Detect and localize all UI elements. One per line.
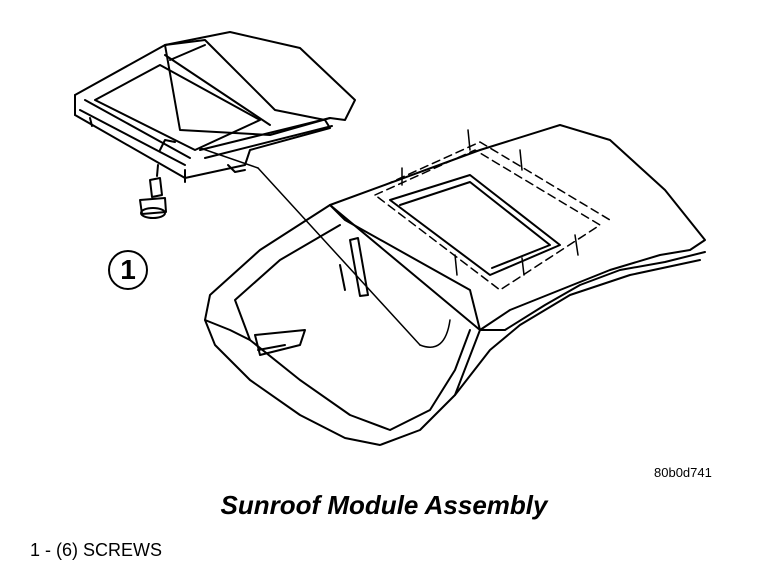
legend-item: 1 - (6) SCREWS [30,540,163,560]
figure-code: 80b0d741 [654,465,712,480]
callout-circle [108,250,148,290]
leader-lines [199,147,451,348]
diagram-caption: Sunroof Module Assembly [220,490,548,520]
screw [139,164,167,219]
vehicle-body [204,124,706,446]
callout-number: 1 [120,254,136,285]
sunroof-module [74,31,356,183]
